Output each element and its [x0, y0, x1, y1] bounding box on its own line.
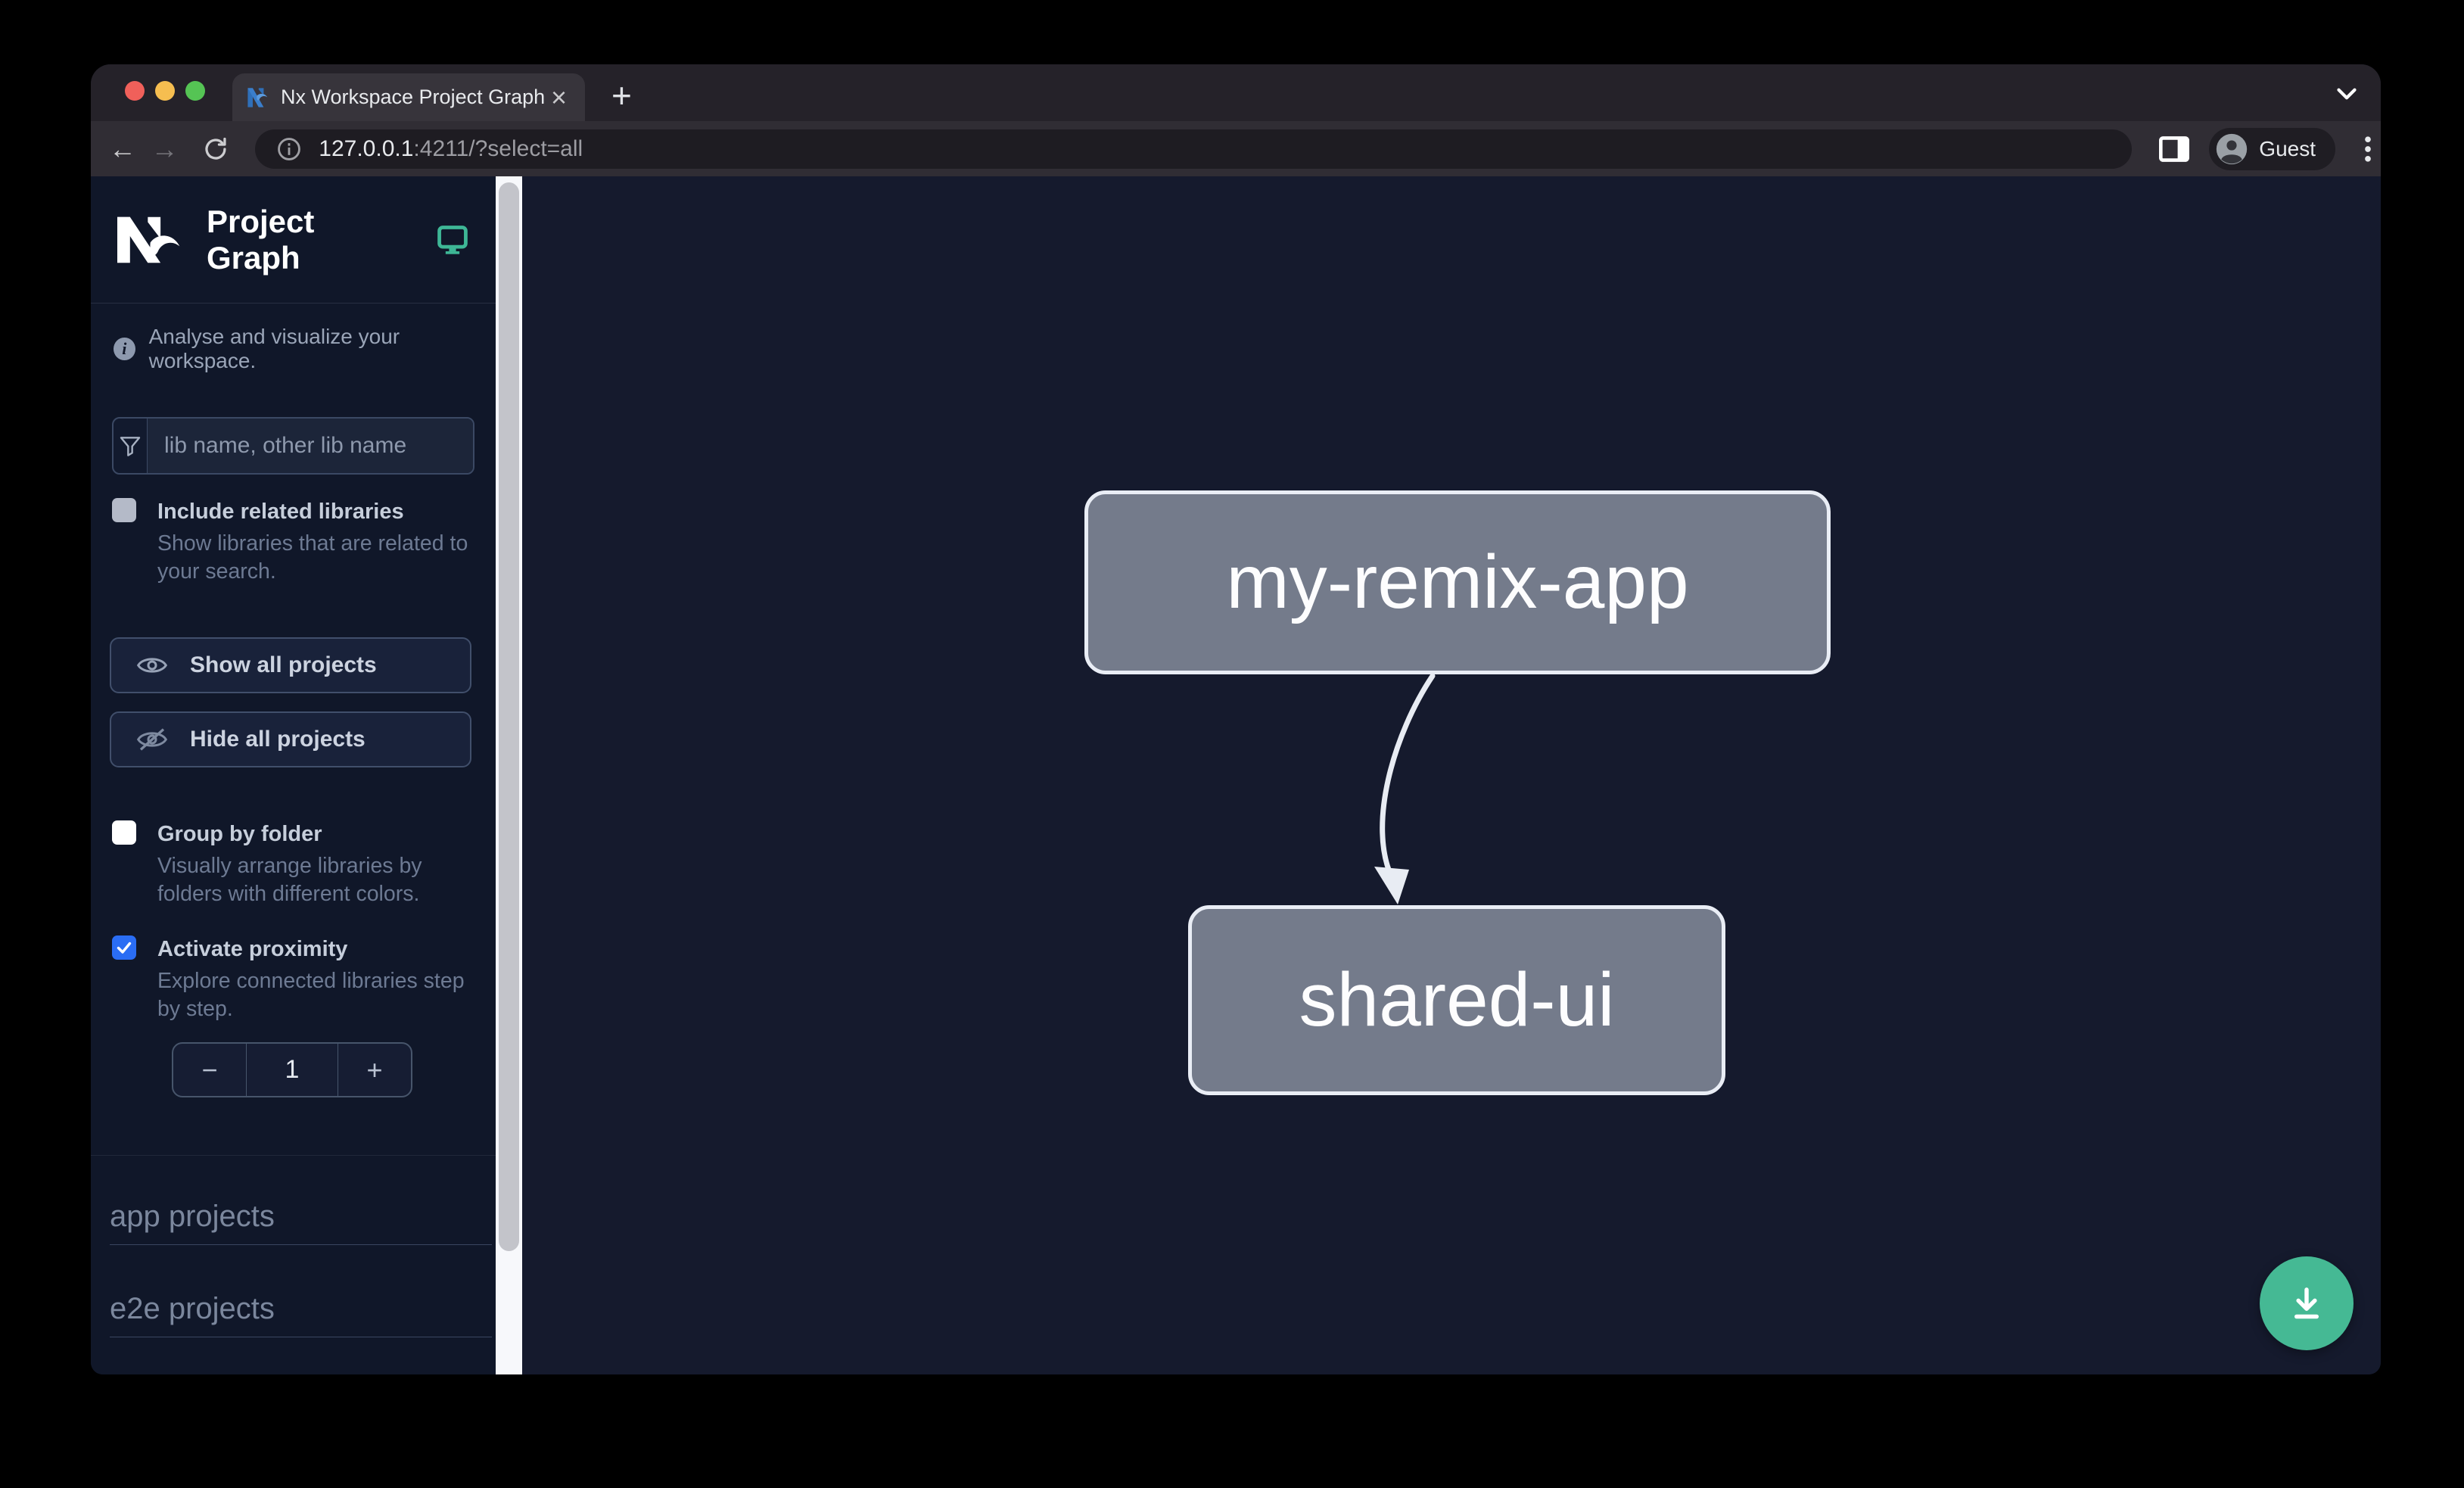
section-app-projects[interactable]: app projects [110, 1200, 492, 1245]
toggle-description: Explore connected libraries step by step… [157, 969, 465, 1021]
activate-proximity-checkbox[interactable] [112, 935, 136, 960]
hide-all-projects-button[interactable]: Hide all projects [110, 711, 471, 767]
download-icon [2294, 1287, 2319, 1319]
tab-title: Nx Workspace Project Graph [281, 86, 546, 108]
nx-favicon [247, 87, 268, 107]
include-related-checkbox[interactable] [112, 498, 136, 522]
toggle-include-related: Include related libraries Show libraries… [112, 497, 475, 586]
dependency-edge[interactable] [1380, 673, 1436, 882]
toggle-label: Activate proximity [157, 937, 348, 961]
url-text: 127.0.0.1:4211/?select=all [319, 136, 583, 162]
download-graph-button[interactable] [2260, 1256, 2354, 1350]
reload-button[interactable] [202, 134, 229, 164]
header-divider [91, 303, 496, 304]
profile-name: Guest [2259, 136, 2316, 160]
url-host: 127.0.0.1 [319, 135, 414, 161]
forward-button[interactable]: → [151, 132, 179, 164]
section-e2e-projects[interactable]: e2e projects [110, 1292, 492, 1337]
sidebar: Project Graph i Analyse and visualize yo… [91, 176, 496, 1374]
browser-tab[interactable]: Nx Workspace Project Graph × [232, 73, 585, 121]
zoom-window-button[interactable] [185, 81, 205, 101]
back-button[interactable]: ← [108, 132, 136, 164]
eye-off-icon [137, 728, 167, 751]
browser-menu-icon[interactable] [2355, 132, 2381, 166]
graph-node-my-remix-app[interactable]: my-remix-app [1084, 490, 1831, 674]
toggle-label: Group by folder [157, 822, 322, 846]
side-panel-icon[interactable] [2159, 135, 2190, 163]
filter-icon [114, 419, 148, 473]
toggle-description: Show libraries that are related to your … [157, 531, 468, 584]
profile-button[interactable]: Guest [2209, 127, 2335, 170]
graph-canvas[interactable]: my-remix-app shared-ui [522, 176, 2381, 1374]
new-tab-button[interactable]: + [611, 76, 632, 115]
scrollbar-thumb[interactable] [499, 182, 519, 1251]
info-icon: i [114, 338, 135, 360]
tab-close-icon[interactable]: × [550, 81, 567, 113]
tab-strip: Nx Workspace Project Graph × + [91, 64, 2381, 121]
proximity-stepper: − 1 + [172, 1042, 412, 1097]
nx-logo [117, 216, 180, 263]
site-info-icon[interactable] [276, 136, 302, 162]
close-window-button[interactable] [125, 81, 145, 101]
app-content: Project Graph i Analyse and visualize yo… [91, 176, 2381, 1374]
group-by-folder-checkbox[interactable] [112, 820, 136, 845]
edge-layer [1374, 673, 1436, 904]
tagline-row: i Analyse and visualize your workspace. [114, 325, 496, 373]
button-label: Hide all projects [190, 727, 366, 752]
toolbar-right-controls: Guest [2159, 127, 2381, 170]
sections-divider [91, 1155, 496, 1156]
address-bar[interactable]: 127.0.0.1:4211/?select=all [255, 129, 2133, 169]
toggle-activate-proximity: Activate proximity Explore connected lib… [112, 934, 475, 1023]
edge-arrowhead [1374, 867, 1409, 904]
avatar-icon [2217, 133, 2248, 164]
minimize-window-button[interactable] [155, 81, 175, 101]
browser-toolbar: ← → 127.0.0.1:4211/?select=all [91, 121, 2381, 176]
tagline-text: Analyse and visualize your workspace. [148, 325, 400, 372]
toggle-group-by-folder: Group by folder Visually arrange librari… [112, 819, 475, 908]
app-title: Project Graph [207, 204, 315, 275]
sidebar-header: Project Graph [117, 204, 469, 275]
check-icon [117, 942, 132, 954]
decrement-button[interactable]: − [201, 1054, 218, 1085]
toggle-label: Include related libraries [157, 500, 404, 524]
url-path: :4211/?select=all [413, 135, 583, 161]
sidebar-scrollbar[interactable] [496, 176, 522, 1374]
toggle-description: Visually arrange libraries by folders wi… [157, 854, 422, 906]
eye-icon [137, 658, 167, 673]
button-label: Show all projects [190, 652, 377, 677]
search-box [112, 417, 474, 475]
browser-window: Nx Workspace Project Graph × + ← → 127.0… [91, 64, 2381, 1374]
proximity-value: 1 [246, 1044, 338, 1096]
tab-search-chevron-icon[interactable] [2331, 78, 2363, 110]
increment-button[interactable]: + [366, 1054, 383, 1085]
show-all-projects-button[interactable]: Show all projects [110, 637, 471, 693]
graph-node-shared-ui[interactable]: shared-ui [1188, 905, 1725, 1095]
theme-monitor-icon[interactable] [436, 223, 469, 257]
search-input[interactable] [148, 419, 473, 473]
